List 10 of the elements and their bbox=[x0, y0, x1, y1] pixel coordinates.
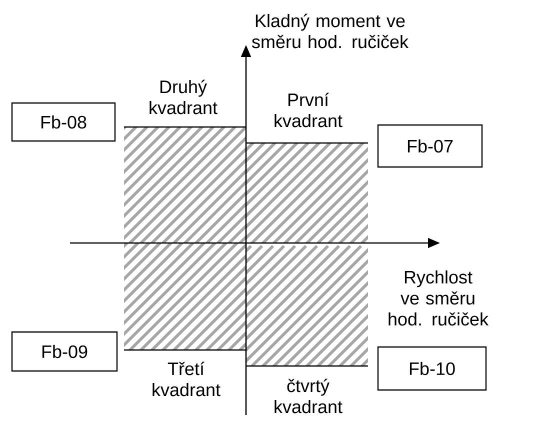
axis-label: Kladný moment ve směru hod. ručiček bbox=[252, 14, 409, 48]
parameter-box: Fb-07 bbox=[377, 124, 483, 168]
axis-label: První kvadrant bbox=[274, 92, 342, 128]
parameter-box: Fb-08 bbox=[11, 102, 116, 142]
parameter-box: Fb-09 bbox=[11, 331, 118, 372]
axis-label: Třetí kvadrant bbox=[152, 362, 220, 396]
axis-label: Rychlost ve směru hod. ručiček bbox=[388, 270, 489, 326]
parameter-box: Fb-10 bbox=[377, 346, 487, 391]
axis-label: Druhý kvadrant bbox=[150, 80, 218, 114]
axis-label: čtvrtý kvadrant bbox=[274, 378, 342, 414]
